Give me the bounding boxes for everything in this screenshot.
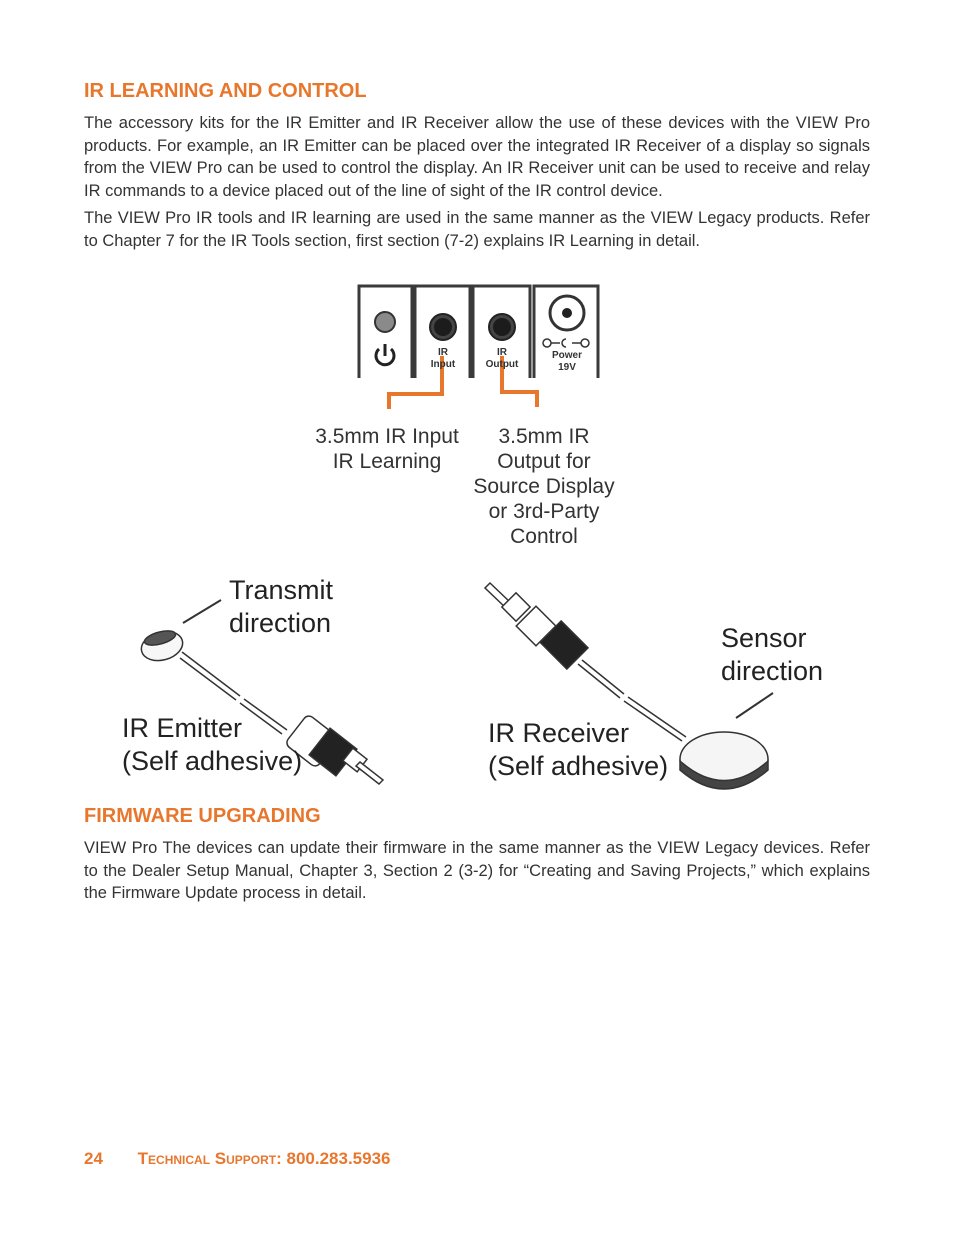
power-panel-label-line1: Power	[551, 350, 582, 361]
ir-output-callout-line1: 3.5mm IR	[498, 425, 590, 448]
transmit-direction-callout: Transmit direction	[229, 574, 389, 640]
ir-receiver-illustration	[483, 581, 769, 790]
sensor-direction-callout: Sensor direction	[721, 622, 881, 688]
page-number: 24	[84, 1149, 103, 1168]
ir-input-connector-line	[387, 356, 444, 409]
ir-input-callout: 3.5mm IR Input IR Learning	[302, 424, 472, 474]
ir-receiver-callout: IR Receiver (Self adhesive)	[488, 717, 688, 783]
sensor-pointer-line	[735, 692, 774, 719]
ir-output-callout-line4: or 3rd-Party	[488, 500, 600, 523]
sensor-direction-line1: Sensor	[721, 623, 807, 653]
ir-learning-paragraph-2: The VIEW Pro IR tools and IR learning ar…	[84, 209, 870, 250]
ir-input-panel-label-line2: Input	[430, 359, 456, 370]
ir-receiver-callout-line2: (Self adhesive)	[488, 751, 669, 781]
ir-input-callout-line1: 3.5mm IR Input	[315, 425, 459, 448]
ir-emitter-callout: IR Emitter (Self adhesive)	[122, 712, 322, 778]
power-panel-label-line2: 19V	[558, 362, 576, 373]
ir-output-callout-line2: Output for	[497, 450, 591, 473]
section-title-firmware: FIRMWARE UPGRADING	[84, 805, 321, 827]
power-led-icon	[374, 311, 396, 333]
ir-input-panel-label: IR Input	[423, 347, 463, 371]
ir-input-panel-label-line1: IR	[438, 347, 448, 358]
transmit-direction-line2: direction	[229, 608, 332, 638]
ir-output-panel-label: IR Output	[479, 347, 525, 371]
transmit-pointer-line	[182, 599, 222, 624]
ir-output-panel-label-line1: IR	[497, 347, 507, 358]
ir-output-callout-line5: Control	[510, 525, 578, 548]
ir-input-callout-line2: IR Learning	[332, 450, 442, 473]
power-button-icon	[374, 344, 396, 367]
ir-emitter-callout-line2: (Self adhesive)	[122, 746, 303, 776]
ir-output-callout: 3.5mm IR Output for Source Display or 3r…	[459, 424, 629, 549]
polarity-icon	[542, 338, 590, 348]
ir-output-callout-line3: Source Display	[473, 475, 615, 498]
technical-support-label: Technical Support: 800.283.5936	[137, 1149, 391, 1168]
firmware-paragraph: VIEW Pro The devices can update their fi…	[84, 839, 870, 902]
page-footer: 24 Technical Support: 800.283.5936	[84, 1149, 390, 1169]
sensor-direction-line2: direction	[721, 656, 824, 686]
ir-emitter-callout-line1: IR Emitter	[122, 713, 243, 743]
ir-emitter-illustration	[140, 630, 385, 785]
ir-output-connector-line	[500, 356, 539, 407]
ir-learning-paragraph-1: The accessory kits for the IR Emitter an…	[84, 114, 870, 200]
back-panel-illustration	[357, 284, 600, 409]
ir-receiver-callout-line1: IR Receiver	[488, 718, 630, 748]
section-title-ir-learning: IR LEARNING AND CONTROL	[84, 80, 367, 102]
ir-output-panel-label-line2: Output	[485, 359, 519, 370]
transmit-direction-line1: Transmit	[229, 575, 334, 605]
power-panel-label: Power 19V	[543, 350, 591, 374]
